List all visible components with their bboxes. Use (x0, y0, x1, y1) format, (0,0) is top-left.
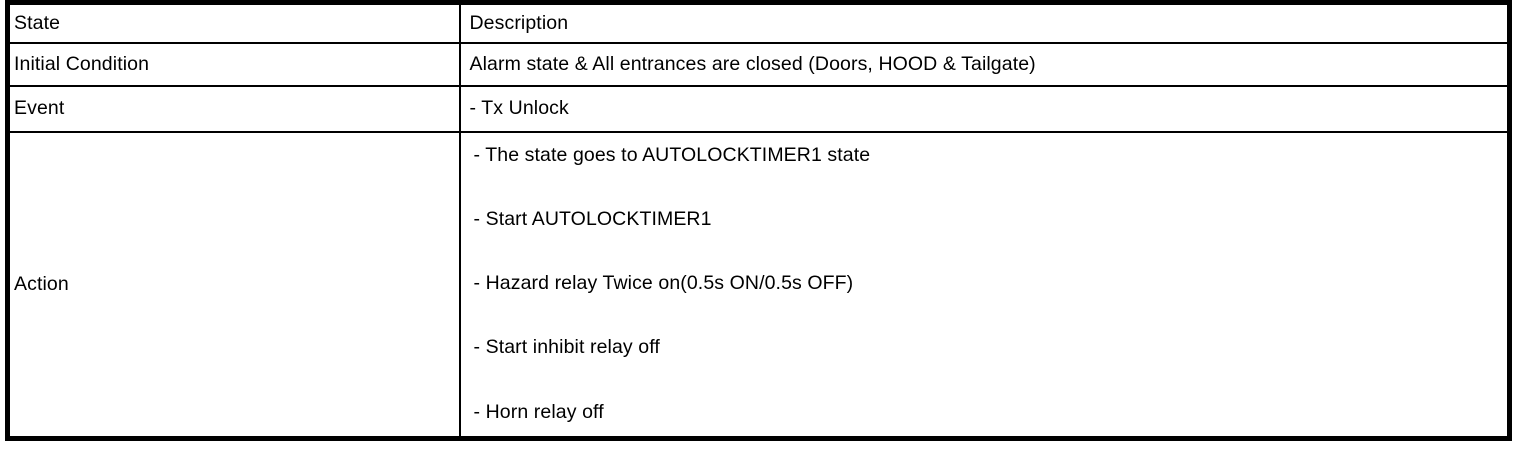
table-row-initial-condition: Initial Condition Alarm state & All entr… (6, 41, 1511, 87)
action-line-hazard-relay: - Hazard relay Twice on(0.5s ON/0.5s OFF… (473, 272, 854, 294)
action-line-start-timer: - Start AUTOLOCKTIMER1 (473, 207, 712, 230)
state-cell-initial-condition: Initial Condition (6, 41, 461, 87)
action-line-horn-relay: - Horn relay off (473, 400, 604, 423)
description-cell-event: - Tx Unlock (458, 84, 1511, 133)
action-lines: - The state goes to AUTOLOCKTIMER1 state… (465, 133, 1500, 435)
table-row-action: Action - The state goes to AUTOLOCKTIMER… (6, 130, 1511, 439)
state-description-table: State Description Initial Condition Alar… (5, 0, 1512, 441)
state-cell-action: Action (6, 130, 461, 439)
table-row-event: Event - Tx Unlock (6, 84, 1511, 133)
action-line-state-change: - The state goes to AUTOLOCKTIMER1 state (473, 143, 871, 166)
column-header-description: Description (458, 1, 1511, 44)
table-header-row: State Description (6, 1, 1511, 44)
column-header-state: State (6, 1, 461, 44)
action-line-start-inhibit-relay: - Start inhibit relay off (473, 336, 660, 359)
description-cell-initial-condition: Alarm state & All entrances are closed (… (458, 41, 1511, 87)
state-cell-event: Event (6, 84, 461, 133)
description-cell-action: - The state goes to AUTOLOCKTIMER1 state… (458, 130, 1511, 439)
